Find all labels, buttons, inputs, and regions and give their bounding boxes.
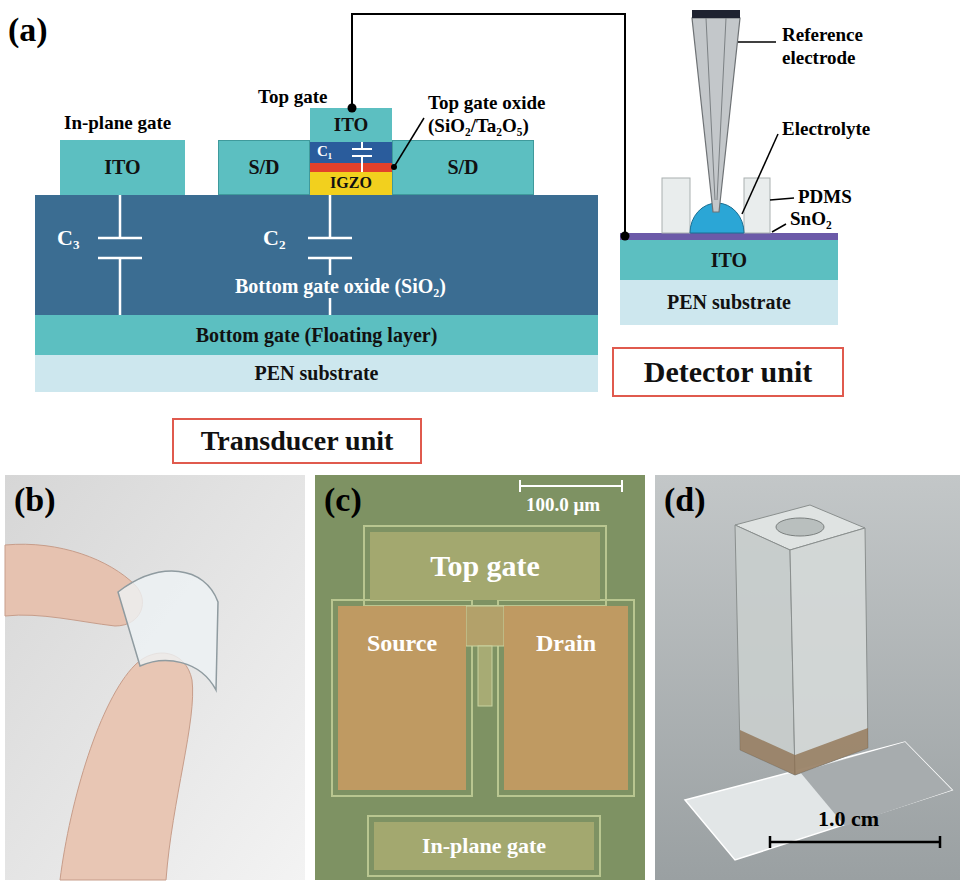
panel-label: (b) (14, 480, 56, 521)
oxide-layer: C₃ C₂ Bottom gate oxide (SiO₂) (35, 195, 598, 315)
capacitor-symbol (98, 195, 142, 315)
layer-label: Bottom gate oxide (SiO₂) (231, 275, 450, 298)
source-drain-layer: S/D (392, 140, 534, 195)
bottom-gate-layer: Bottom gate (Floating layer) (35, 315, 598, 355)
leader-line (770, 198, 794, 200)
wire-dot (621, 232, 630, 241)
leader-line (742, 134, 778, 214)
scale-bar (520, 480, 622, 492)
layer-label: C₂ (263, 225, 285, 250)
part-label: Top gate (258, 86, 328, 109)
pdms-base (740, 728, 868, 775)
layer-label: ITO (334, 114, 369, 136)
pad-outline (368, 816, 600, 876)
electrode-pad: In-plane gate (374, 822, 594, 870)
scale-label: 1.0 cm (818, 806, 879, 832)
leader-line (772, 224, 786, 232)
scale-bar (770, 836, 940, 848)
ito-layer: ITO (60, 140, 185, 195)
leader-line (394, 118, 424, 167)
part-label: In-plane gate (64, 112, 171, 135)
pdms-wall (662, 178, 690, 233)
finger (5, 544, 142, 626)
pdms-wall (744, 178, 770, 233)
capacitor-symbol (308, 195, 352, 315)
capacitor-symbol (352, 142, 372, 172)
callout-label: Top gate oxide (SiO₂/Ta₂O₅) (428, 92, 593, 138)
layer-label: C₁ (317, 143, 332, 160)
pad-outline (364, 526, 606, 606)
electrode-pad: Drain (504, 606, 628, 790)
wire-dot (348, 104, 357, 113)
unit-title-box: Transducer unit (172, 418, 422, 464)
layer-label: Detector unit (644, 355, 813, 390)
layer-label: PEN substrate (667, 291, 791, 314)
pdms-well (776, 518, 824, 536)
sno2-layer (620, 233, 838, 240)
flexible-film (118, 571, 218, 690)
callout-label: PDMS (798, 186, 852, 209)
pad-outline (498, 600, 634, 796)
layer-label: PEN substrate (255, 362, 379, 385)
leader-line (738, 41, 776, 43)
callout-label: Electrolyte (782, 118, 870, 141)
photo-panel (5, 475, 305, 880)
unit-title-box: Detector unit (612, 347, 844, 397)
panel-label: (d) (664, 480, 706, 521)
layer-label: C₃ (57, 225, 79, 250)
layer-label: Bottom gate (Floating layer) (196, 324, 438, 347)
layer-label: Source (367, 630, 437, 658)
layer-label: S/D (447, 156, 478, 179)
leader-dot (391, 164, 397, 170)
source-drain-layer: S/D (218, 140, 310, 195)
layer-label: Transducer unit (201, 425, 394, 457)
igzo-layer: IGZO (310, 172, 392, 195)
layer-label: In-plane gate (422, 833, 546, 858)
substrate-layer: PEN substrate (35, 355, 598, 392)
micrograph-panel (315, 475, 645, 880)
layer-label: Top gate (430, 549, 540, 584)
layer-label: ITO (711, 249, 747, 272)
gate-stem (478, 646, 492, 706)
electrode-pad: Source (338, 606, 466, 790)
ito-layer: ITO (620, 240, 838, 280)
electrode-inner-line (706, 18, 726, 200)
layer-label: Drain (536, 630, 596, 658)
reference-electrode (692, 18, 740, 212)
electrode-cap (692, 10, 740, 18)
ito-layer: ITO (310, 108, 392, 142)
scale-label: 100.0 μm (526, 494, 600, 517)
layer-label: S/D (248, 156, 279, 179)
callout-label: SnO₂ (790, 208, 832, 231)
substrate-layer: PEN substrate (620, 280, 838, 325)
pad-outline (332, 600, 472, 796)
layer-label: ITO (104, 156, 140, 179)
panel-label: (c) (324, 480, 362, 521)
layer-label: IGZO (330, 174, 372, 192)
panel-label: (a) (8, 10, 48, 51)
photo-panel (655, 475, 960, 880)
channel-region (466, 606, 504, 646)
thumb (60, 653, 193, 880)
ta2o5-layer (310, 163, 392, 172)
electrode-pad: Top gate (370, 532, 600, 600)
connection-wire (352, 14, 625, 236)
callout-label: Reference electrode (782, 24, 932, 70)
oxide-layer: C₁ (310, 142, 392, 163)
